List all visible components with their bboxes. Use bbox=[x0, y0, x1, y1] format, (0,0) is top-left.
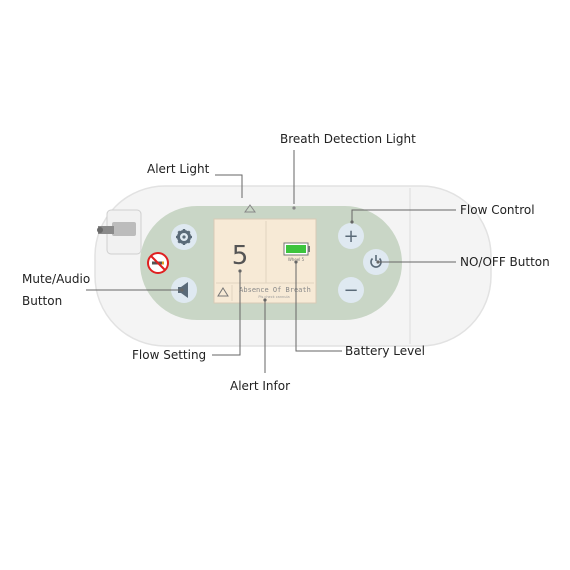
flow-setting-value: 5 bbox=[232, 241, 249, 271]
mute-audio-label-line1: Mute/Audio bbox=[22, 272, 91, 286]
minus-symbol: − bbox=[343, 280, 358, 301]
flow-control-leader bbox=[351, 209, 456, 222]
oxygen-outlet-connector bbox=[97, 209, 142, 255]
flow-setting-leader bbox=[212, 271, 241, 356]
alert-message-text: Absence Of Breath bbox=[239, 286, 311, 294]
no-smoking-icon bbox=[147, 252, 169, 274]
callout-lines bbox=[86, 150, 456, 373]
battery-icon bbox=[283, 242, 310, 256]
breath-detection-light-label: Breath Detection Light bbox=[280, 132, 416, 146]
mute-audio-button[interactable] bbox=[171, 277, 197, 303]
mute-audio-label-line2: Button bbox=[22, 294, 63, 308]
alert-light-label: Alert Light bbox=[147, 162, 210, 176]
display-screen: 5 Wheel 5 Absence Of Breath Pls check ca… bbox=[213, 218, 317, 304]
plus-symbol: + bbox=[343, 226, 358, 247]
flow-plus-button[interactable]: + bbox=[338, 223, 364, 249]
power-button[interactable] bbox=[363, 249, 389, 275]
battery-level-leader bbox=[295, 262, 342, 352]
alert-light-leader bbox=[215, 174, 243, 198]
alert-light-indicator bbox=[244, 204, 256, 213]
settings-button[interactable] bbox=[171, 224, 197, 250]
battery-status-text: Wheel 5 bbox=[288, 257, 305, 262]
flow-setting-label: Flow Setting bbox=[132, 348, 207, 362]
alert-submessage-text: Pls check cannula bbox=[258, 295, 289, 299]
on-off-button-label: NO/OFF Button bbox=[460, 255, 550, 269]
warning-triangle-icon bbox=[217, 287, 229, 297]
battery-level-label: Battery Level bbox=[345, 344, 425, 358]
callout-dots bbox=[180, 220, 380, 302]
flow-control-label: Flow Control bbox=[460, 203, 535, 217]
breath-detection-light-indicator bbox=[292, 206, 296, 210]
gear-icon bbox=[176, 229, 192, 245]
flow-minus-button[interactable]: − bbox=[338, 277, 364, 303]
alert-infor-label: Alert Infor bbox=[230, 379, 291, 393]
power-icon bbox=[370, 255, 382, 268]
